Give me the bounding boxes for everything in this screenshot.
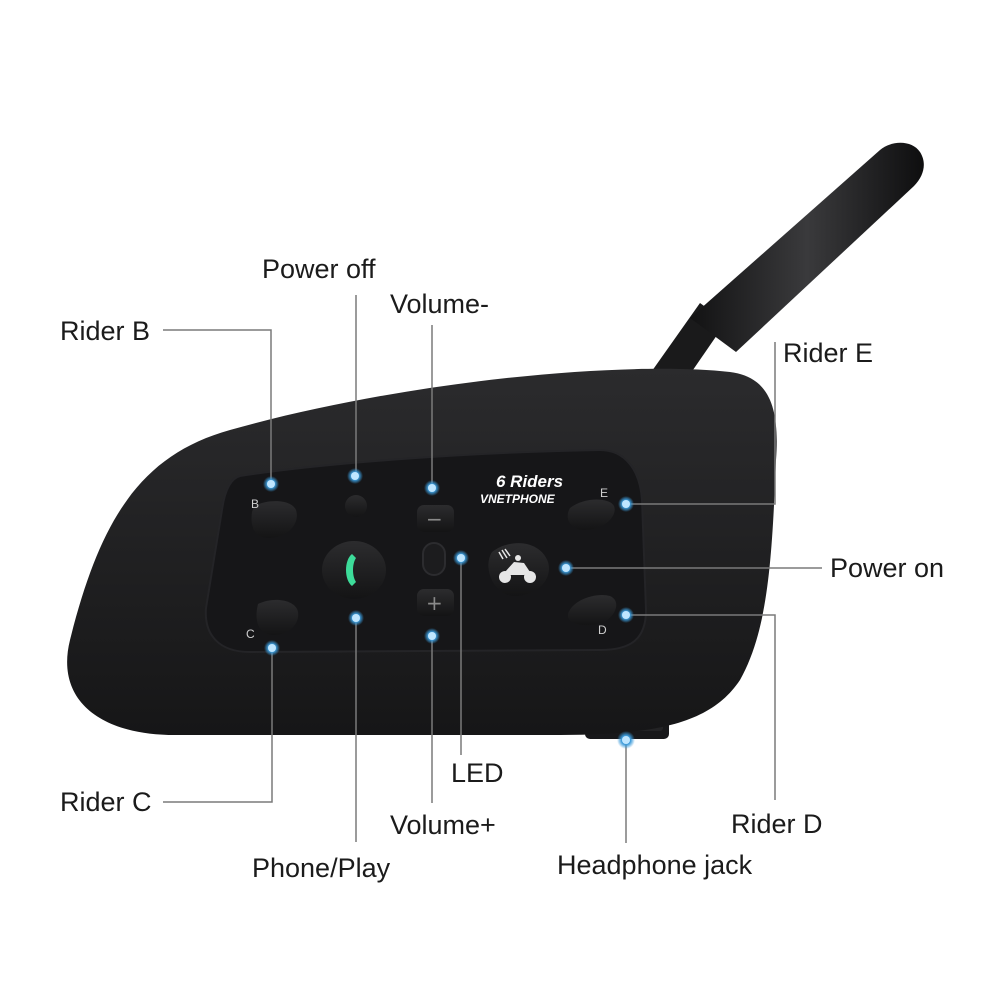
- led-indicator: [422, 542, 446, 576]
- label-rider-e: Rider E: [783, 338, 874, 368]
- marker-power-off: [347, 468, 363, 484]
- marker-rider-c: [264, 640, 280, 656]
- label-rider-b: Rider B: [60, 316, 151, 346]
- rider-d-letter: D: [598, 623, 607, 637]
- volume-minus-symbol: −: [426, 507, 443, 531]
- leader-lines: [163, 295, 822, 843]
- power-off-button[interactable]: [345, 495, 367, 517]
- power-on-button[interactable]: [488, 543, 550, 597]
- rider-b-letter: B: [251, 497, 259, 511]
- rider-e-button[interactable]: E: [567, 486, 615, 530]
- phone-icon: [346, 554, 356, 586]
- rider-d-button[interactable]: D: [567, 594, 617, 637]
- marker-rider-d: [618, 607, 634, 623]
- brand-logo: 6 Riders VNETPHONE: [480, 472, 563, 506]
- marker-headphone-jack: [617, 731, 635, 749]
- marker-power-on: [558, 560, 574, 576]
- label-phone-play: Phone/Play: [252, 853, 391, 883]
- marker-volume-plus: [424, 628, 440, 644]
- rider-c-button[interactable]: C: [246, 599, 299, 641]
- model-badge: 6 Riders: [496, 472, 563, 491]
- phone-play-button[interactable]: [322, 541, 386, 599]
- rider-b-button[interactable]: B: [251, 497, 297, 539]
- marker-led: [453, 550, 469, 566]
- volume-plus-button[interactable]: +: [417, 589, 454, 616]
- label-rider-c: Rider C: [60, 787, 152, 817]
- brand-name: VNETPHONE: [480, 492, 556, 506]
- label-headphone-jack: Headphone jack: [557, 850, 753, 880]
- motorcycle-icon: [498, 548, 536, 583]
- label-power-on: Power on: [830, 553, 945, 583]
- callout-markers: [263, 468, 635, 749]
- label-power-off: Power off: [262, 254, 376, 284]
- marker-volume-minus: [424, 480, 440, 496]
- marker-phone-play: [348, 610, 364, 626]
- label-volume-minus: Volume-: [390, 289, 490, 319]
- rider-e-letter: E: [600, 486, 608, 500]
- volume-plus-symbol: +: [426, 591, 443, 615]
- label-rider-d: Rider D: [731, 809, 823, 839]
- marker-rider-b: [263, 476, 279, 492]
- rider-c-letter: C: [246, 627, 255, 641]
- marker-rider-e: [618, 496, 634, 512]
- label-led: LED: [451, 758, 504, 788]
- volume-minus-button[interactable]: −: [417, 505, 454, 532]
- label-volume-plus: Volume+: [390, 810, 496, 840]
